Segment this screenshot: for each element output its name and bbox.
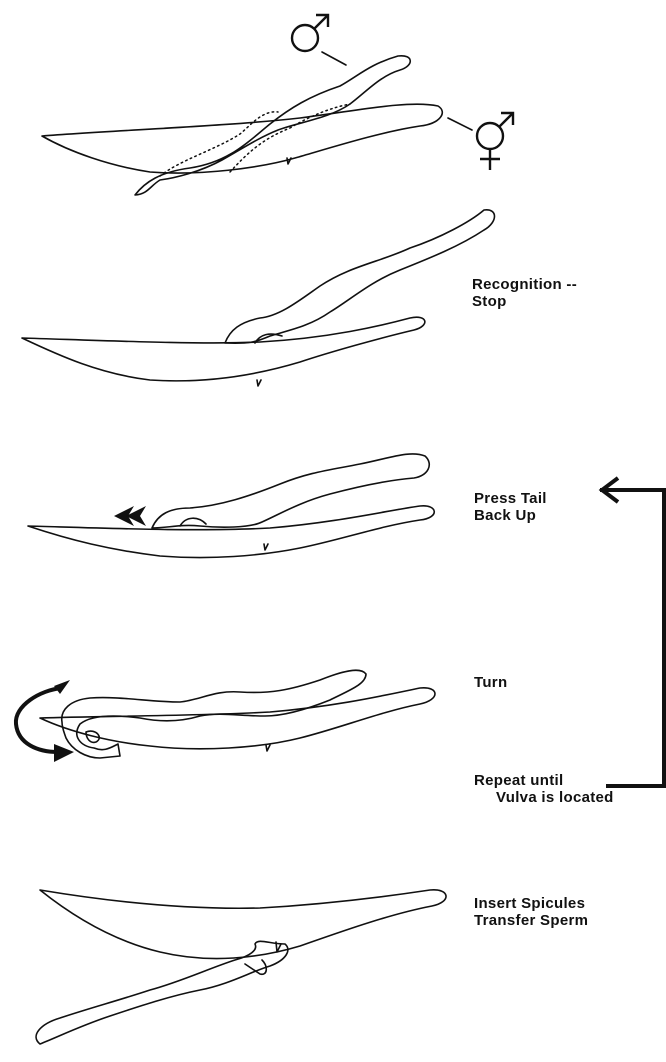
step-recognition-drawing: [22, 210, 495, 386]
repeat-bracket: [600, 478, 664, 786]
label-insert-line2: Transfer Sperm: [474, 912, 588, 929]
label-repeat-line1: Repeat until: [474, 772, 614, 789]
label-insert: Insert Spicules Transfer Sperm: [474, 895, 588, 929]
label-insert-line1: Insert Spicules: [474, 895, 588, 912]
step-turn-drawing: [16, 670, 435, 762]
hermaphrodite-body: [40, 890, 446, 959]
label-recognition: Recognition -- Stop: [472, 276, 577, 310]
label-recognition-line1: Recognition --: [472, 276, 577, 293]
hermaphrodite-symbol: [448, 113, 513, 170]
male-symbol: [292, 15, 346, 65]
hermaphrodite-body: [42, 104, 442, 173]
step-press-tail-drawing: [28, 454, 434, 558]
hermaphrodite-body: [22, 317, 425, 381]
label-recognition-line2: Stop: [472, 293, 577, 310]
male-body: [135, 56, 410, 195]
label-press-tail-line2: Back Up: [474, 507, 547, 524]
hermaphrodite-body: [28, 506, 434, 558]
step-insert-drawing: [36, 890, 446, 1044]
male-body: [225, 210, 495, 343]
back-up-arrow-icon: [114, 506, 146, 526]
label-repeat: Repeat until Vulva is located: [474, 772, 614, 806]
label-press-tail-line1: Press Tail: [474, 490, 547, 507]
label-repeat-line2: Vulva is located: [474, 789, 614, 806]
label-press-tail: Press Tail Back Up: [474, 490, 547, 524]
male-body: [152, 454, 429, 528]
label-turn: Turn: [474, 674, 507, 691]
male-body: [62, 670, 366, 758]
step-initial-drawing: [42, 15, 513, 195]
label-turn-line1: Turn: [474, 674, 507, 691]
